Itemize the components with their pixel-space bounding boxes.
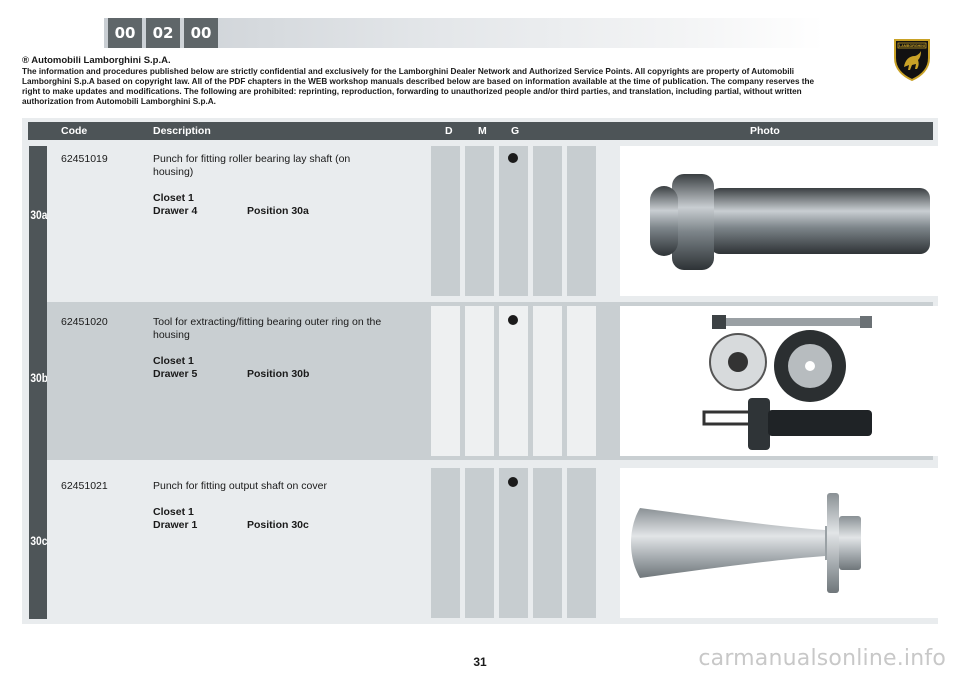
logo-text: LAMBORGHINI	[899, 44, 925, 48]
tool-photo	[620, 468, 951, 618]
position-label: Position 30b	[247, 368, 310, 380]
code-bar	[104, 18, 824, 48]
code-box-section: 00	[184, 18, 218, 48]
table-row: 62451020 Tool for extracting/fitting bea…	[47, 302, 951, 460]
header-m: M	[478, 125, 487, 137]
header-d: D	[445, 125, 453, 137]
header-code: Code	[61, 125, 88, 137]
cell-m	[465, 146, 494, 296]
closet-label: Closet 1	[153, 355, 194, 367]
cell-extra-2	[567, 146, 596, 296]
watermark: carmanualsonline.info	[698, 646, 946, 671]
tool-location: Closet 1 Drawer 4 Position 30a	[153, 192, 309, 218]
output-shaft-punch-image	[631, 493, 861, 593]
code-box-subgroup: 02	[146, 18, 180, 48]
tool-description: Punch for fitting roller bearing lay sha…	[153, 153, 351, 178]
table-row: 62451019 Punch for fitting roller bearin…	[47, 146, 951, 300]
drawer-label: Drawer 4	[153, 205, 198, 217]
cell-g	[499, 468, 528, 618]
tool-location: Closet 1 Drawer 1 Position 30c	[153, 506, 309, 532]
row-label-30a: 30a	[30, 208, 48, 222]
tool-table: Code Description D M G Photo 30a 30b 30c…	[22, 118, 951, 624]
copyright-body: The information and procedures published…	[22, 67, 815, 106]
cell-d	[431, 306, 460, 456]
tool-description: Tool for extracting/fitting bearing oute…	[153, 316, 382, 341]
cell-g	[499, 306, 528, 456]
cell-extra-1	[533, 306, 562, 456]
position-label: Position 30c	[247, 519, 309, 531]
row-label-30b: 30b	[30, 371, 48, 385]
cell-m	[465, 468, 494, 618]
closet-label: Closet 1	[153, 192, 194, 204]
cell-extra-1	[533, 146, 562, 296]
code-box-group: 00	[108, 18, 142, 48]
table-row: 62451021 Punch for fitting output shaft …	[47, 464, 951, 620]
marker-dot	[508, 477, 518, 487]
header-description: Description	[153, 125, 211, 137]
tool-photo	[620, 306, 951, 456]
tool-description: Punch for fitting output shaft on cover	[153, 480, 327, 492]
tool-code: 62451019	[61, 153, 108, 165]
row-label-30c: 30c	[30, 534, 48, 548]
cell-d	[431, 146, 460, 296]
cell-extra-2	[567, 306, 596, 456]
drawer-label: Drawer 1	[153, 519, 198, 531]
cell-extra-2	[567, 468, 596, 618]
marker-dot	[508, 153, 518, 163]
copyright-title: ® Automobili Lamborghini S.p.A.	[22, 55, 171, 66]
header-g: G	[511, 125, 520, 137]
drawer-label: Drawer 5	[153, 368, 198, 380]
tool-location: Closet 1 Drawer 5 Position 30b	[153, 355, 309, 381]
extractor-kit-image	[702, 315, 872, 450]
tool-code: 62451021	[61, 480, 108, 492]
cell-d	[431, 468, 460, 618]
tool-photo	[620, 146, 951, 296]
lamborghini-shield-icon: LAMBORGHINI	[894, 39, 930, 81]
closet-label: Closet 1	[153, 506, 194, 518]
page-number: 31	[473, 655, 487, 669]
cell-extra-1	[533, 468, 562, 618]
copyright-notice: ® Automobili Lamborghini S.p.A. The info…	[22, 55, 832, 107]
row-label-sidebar	[29, 146, 47, 619]
cell-m	[465, 306, 494, 456]
cell-g	[499, 146, 528, 296]
tool-code: 62451020	[61, 316, 108, 328]
header-photo: Photo	[750, 125, 780, 137]
table-header: Code Description D M G Photo	[28, 122, 933, 140]
position-label: Position 30a	[247, 205, 309, 217]
marker-dot	[508, 315, 518, 325]
punch-image	[650, 174, 930, 270]
